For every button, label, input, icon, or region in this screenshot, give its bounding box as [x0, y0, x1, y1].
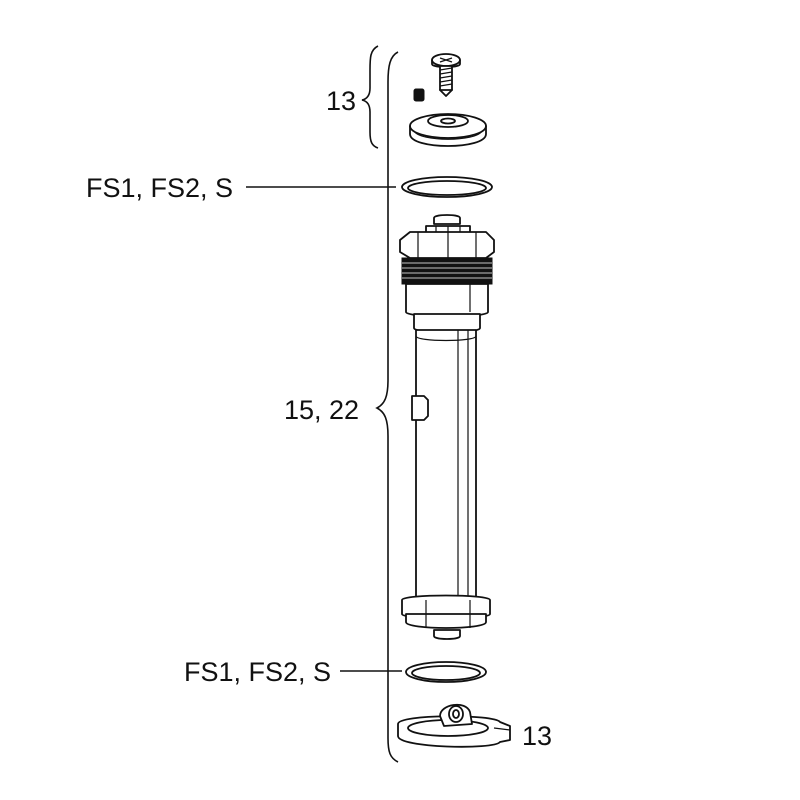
- callout-top-group: 13: [326, 86, 356, 116]
- cartridge-body: [399, 214, 495, 640]
- set-screw: [413, 88, 425, 102]
- top-screw: [431, 53, 461, 97]
- lower-seal-ring: [405, 661, 487, 683]
- callout-bottom-part: 13: [522, 721, 552, 751]
- upper-seal-ring: [401, 176, 493, 198]
- top-group-brace: [361, 45, 379, 149]
- top-cap: [409, 113, 487, 147]
- bottom-clip: [397, 703, 511, 748]
- callout-lower-seal: FS1, FS2, S: [184, 657, 331, 687]
- main-assembly-brace: [375, 51, 399, 763]
- callout-main-body: 15, 22: [284, 395, 359, 425]
- callout-upper-seal: FS1, FS2, S: [86, 173, 233, 203]
